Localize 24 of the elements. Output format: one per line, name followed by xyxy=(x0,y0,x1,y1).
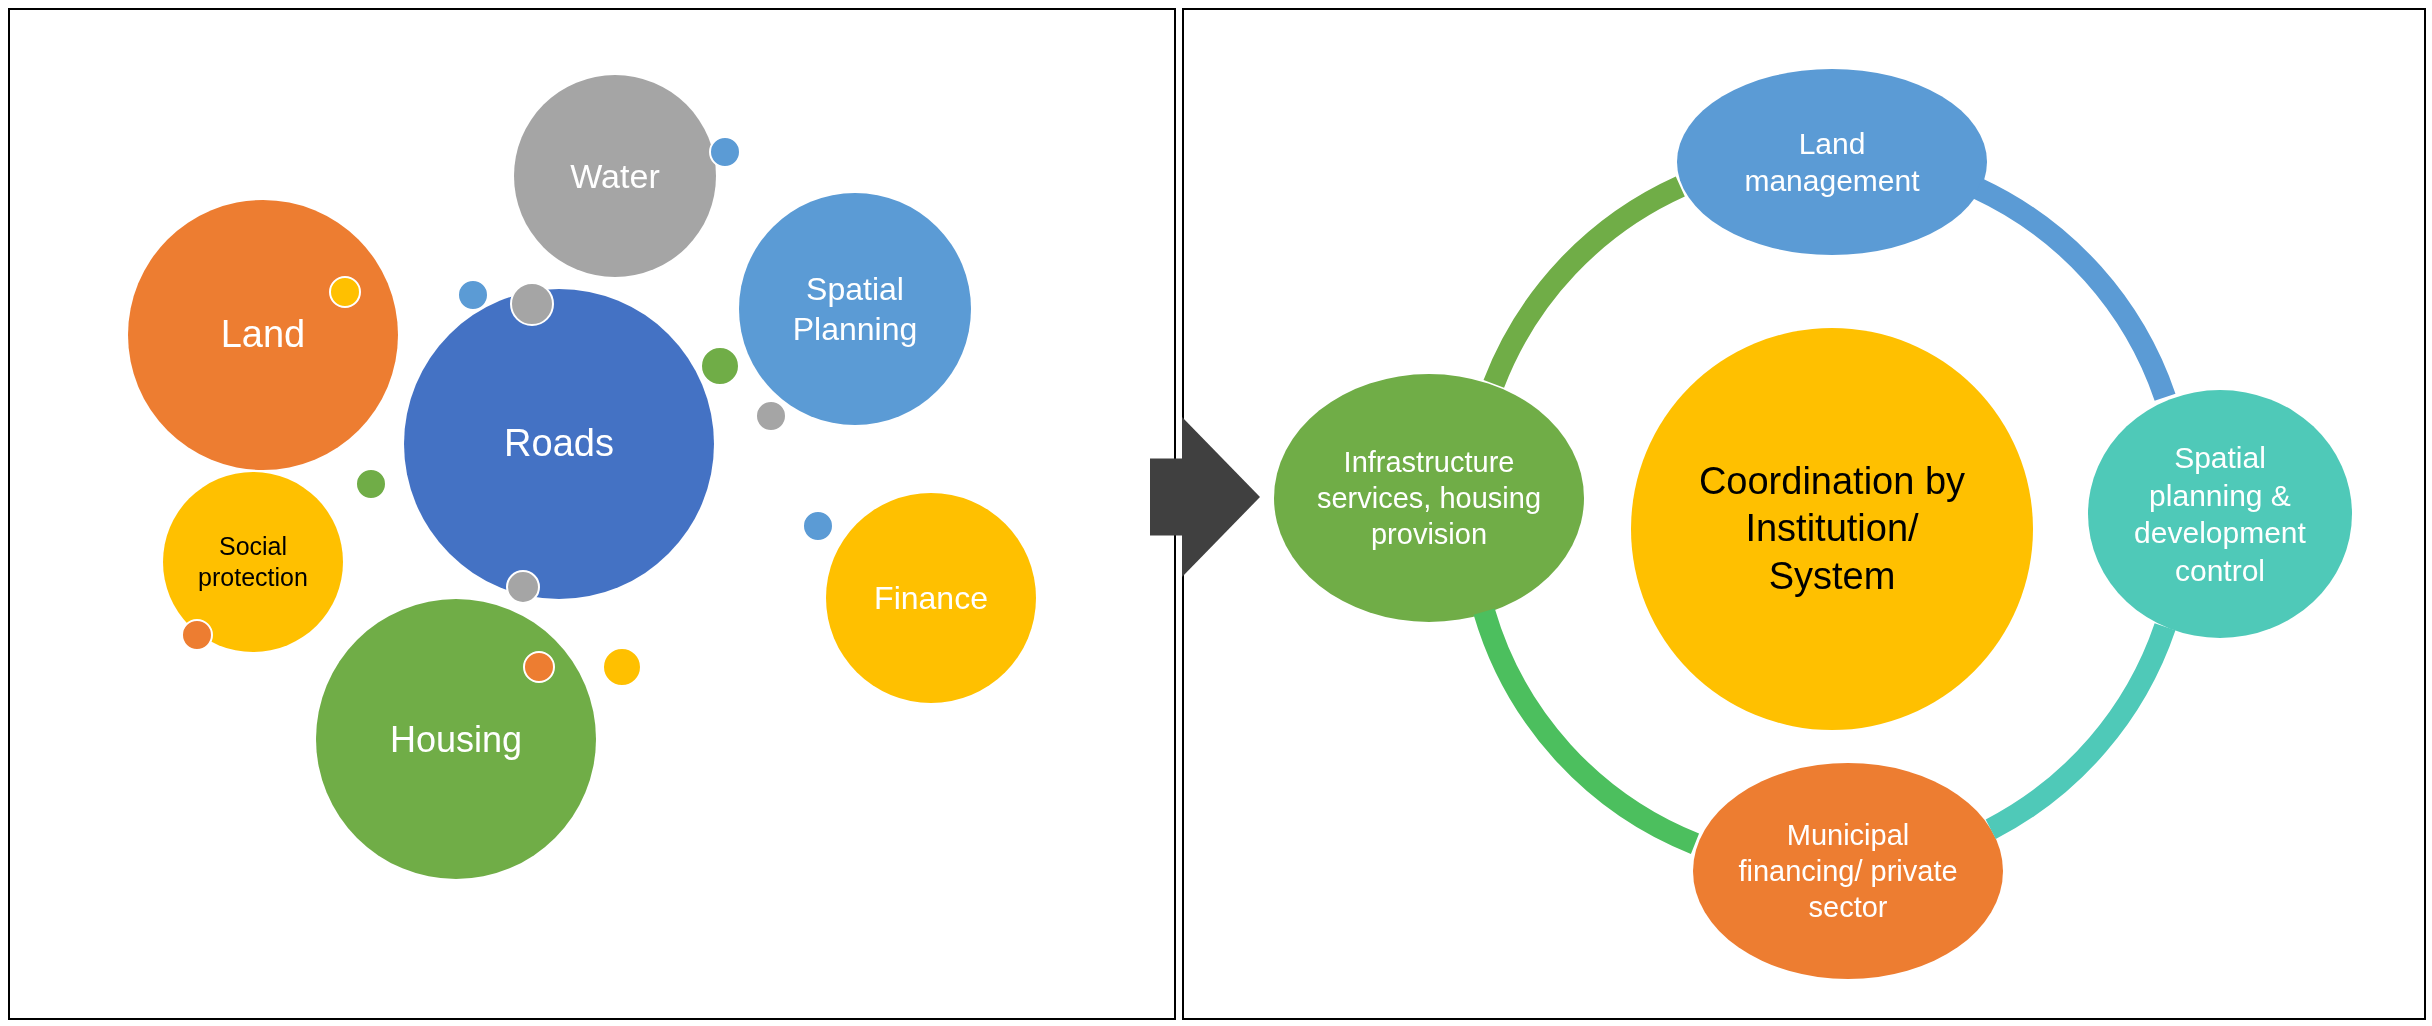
ring-arc xyxy=(1483,176,1686,389)
dot-marker xyxy=(329,276,361,308)
bubble-label: Finance xyxy=(874,579,988,618)
ring-arc xyxy=(1473,607,1700,854)
bubble-label: Municipal financing/ private sector xyxy=(1737,817,1959,926)
dot-marker xyxy=(523,651,555,683)
bubble-label: Spatial Planning xyxy=(791,270,919,349)
dot-marker xyxy=(181,619,213,651)
dot-marker xyxy=(510,282,554,326)
ring-arc xyxy=(1985,622,2176,839)
dot-marker xyxy=(506,570,540,604)
bubble-label: Land xyxy=(220,312,306,358)
bubble-label: Land management xyxy=(1743,125,1921,199)
bubble-label: Coordination by Institution/ System xyxy=(1697,458,1967,599)
ring-arc xyxy=(1972,178,2176,402)
block-arrow xyxy=(1150,417,1260,577)
bubble-label: Water xyxy=(570,155,660,197)
bubble-label: Roads xyxy=(504,421,614,467)
panel-frame xyxy=(8,8,1176,1020)
bubble-label: Housing xyxy=(389,717,523,762)
bubble-label: Spatial planning & development control xyxy=(2133,440,2307,589)
panel-frame xyxy=(1182,8,2426,1020)
bubble-label: Social protection xyxy=(197,530,309,593)
bubble-label: Infrastructure services, housing provision xyxy=(1315,444,1543,553)
